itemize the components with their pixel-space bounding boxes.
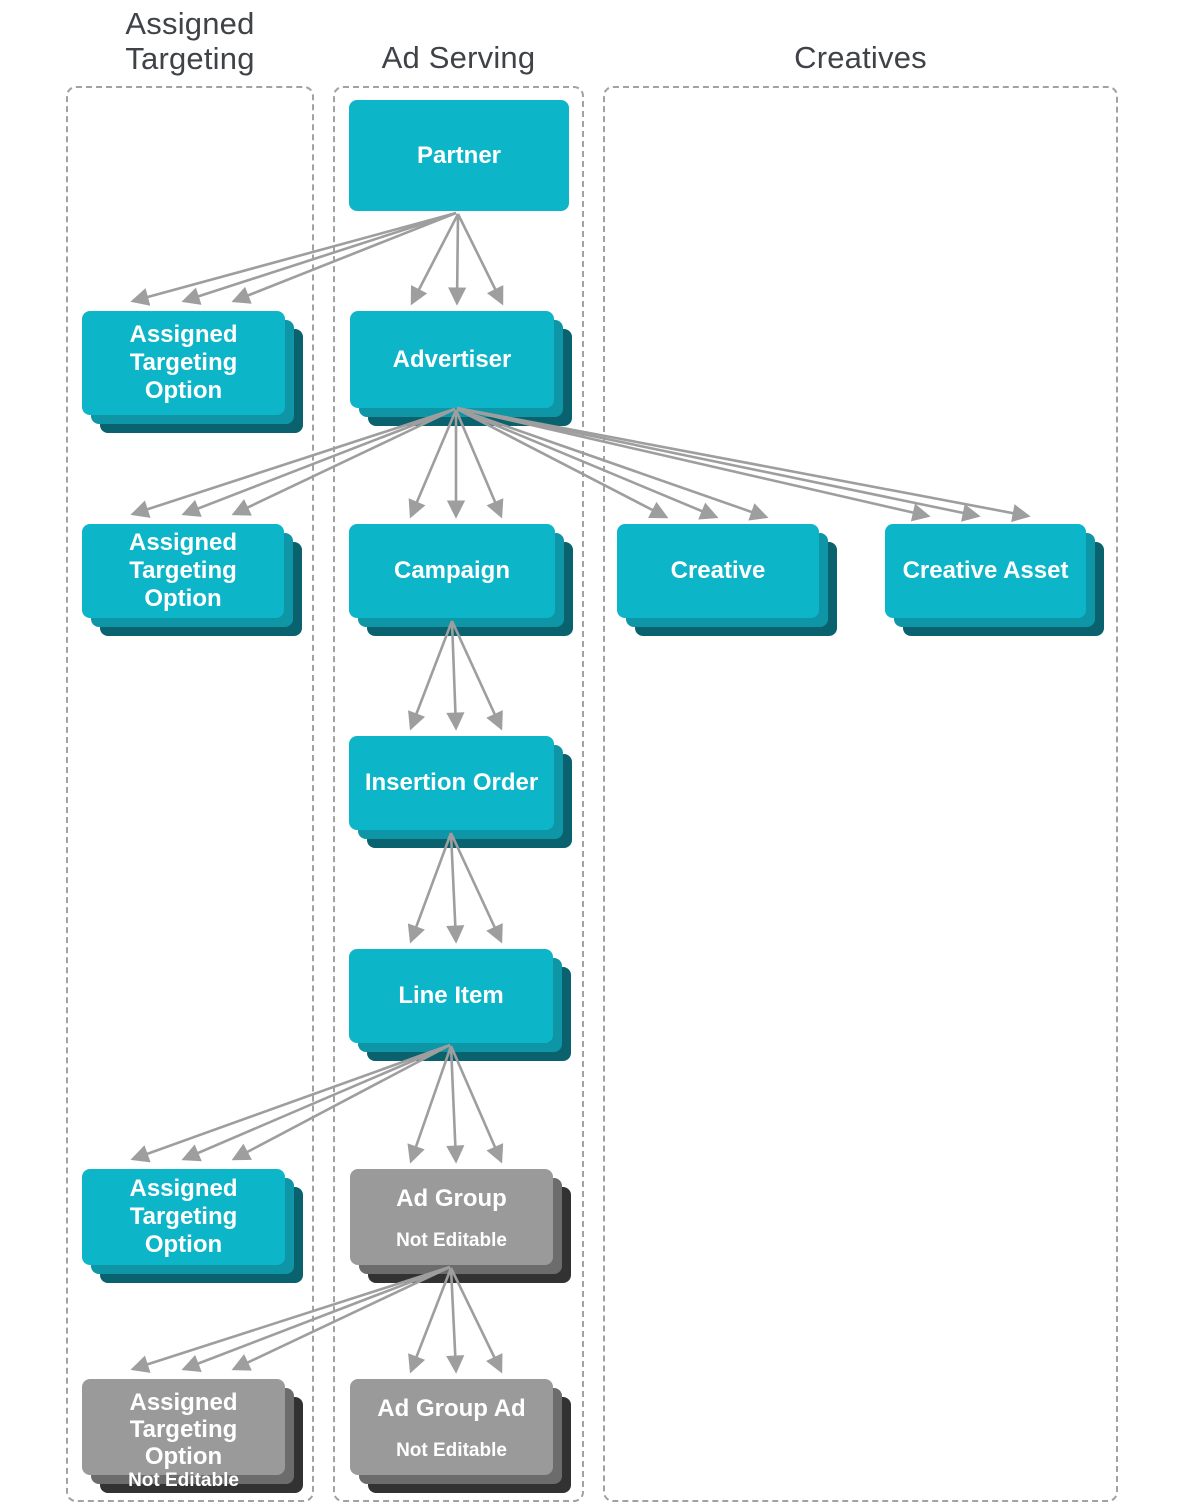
column-header-creatives: Creatives [794,40,927,75]
column-header-assigned-targeting: Assigned Targeting [125,6,255,76]
node-advertiser: Advertiser [350,311,554,408]
node-creative-label: Creative [670,557,766,584]
node-creative: Creative [617,524,819,618]
node-partner-label: Partner [416,141,502,169]
node-assigned-targeting-option-not-editable-sublabel: Not Editable [128,1470,239,1491]
column-header-ad-serving: Ad Serving [381,40,536,75]
node-ad-group-label: Ad Group [396,1185,507,1212]
node-partner: Partner [349,100,569,211]
column-creatives [603,86,1118,1502]
node-ad-group-ad: Ad Group Ad Not Editable [350,1379,553,1475]
node-assigned-targeting-option-not-editable-label: Assigned Targeting Option [129,1389,238,1470]
node-assigned-targeting-option-2-label: Assigned Targeting Option [128,529,238,612]
node-assigned-targeting-option-1-label: Assigned Targeting Option [129,321,238,404]
node-assigned-targeting-option-2: Assigned Targeting Option [82,524,284,618]
column-ad-serving [333,86,584,1502]
column-assigned-targeting [66,86,314,1502]
node-line-item-label: Line Item [398,982,504,1009]
node-advertiser-label: Advertiser [392,345,512,373]
node-insertion-order: Insertion Order [349,736,554,830]
node-campaign: Campaign [349,524,555,618]
node-ad-group: Ad Group Not Editable [350,1169,553,1265]
node-ad-group-sublabel: Not Editable [396,1230,507,1251]
node-creative-asset-label: Creative Asset [902,557,1069,584]
node-ad-group-ad-label: Ad Group Ad [377,1395,526,1422]
node-line-item: Line Item [349,949,553,1043]
node-creative-asset: Creative Asset [885,524,1086,618]
node-ad-group-ad-sublabel: Not Editable [396,1440,507,1461]
node-assigned-targeting-option-not-editable: Assigned Targeting Option Not Editable [82,1379,285,1491]
node-assigned-targeting-option-3-label: Assigned Targeting Option [129,1175,238,1258]
node-campaign-label: Campaign [393,557,510,584]
node-assigned-targeting-option-1: Assigned Targeting Option [82,311,285,415]
node-insertion-order-label: Insertion Order [364,769,539,796]
node-assigned-targeting-option-3: Assigned Targeting Option [82,1169,285,1265]
